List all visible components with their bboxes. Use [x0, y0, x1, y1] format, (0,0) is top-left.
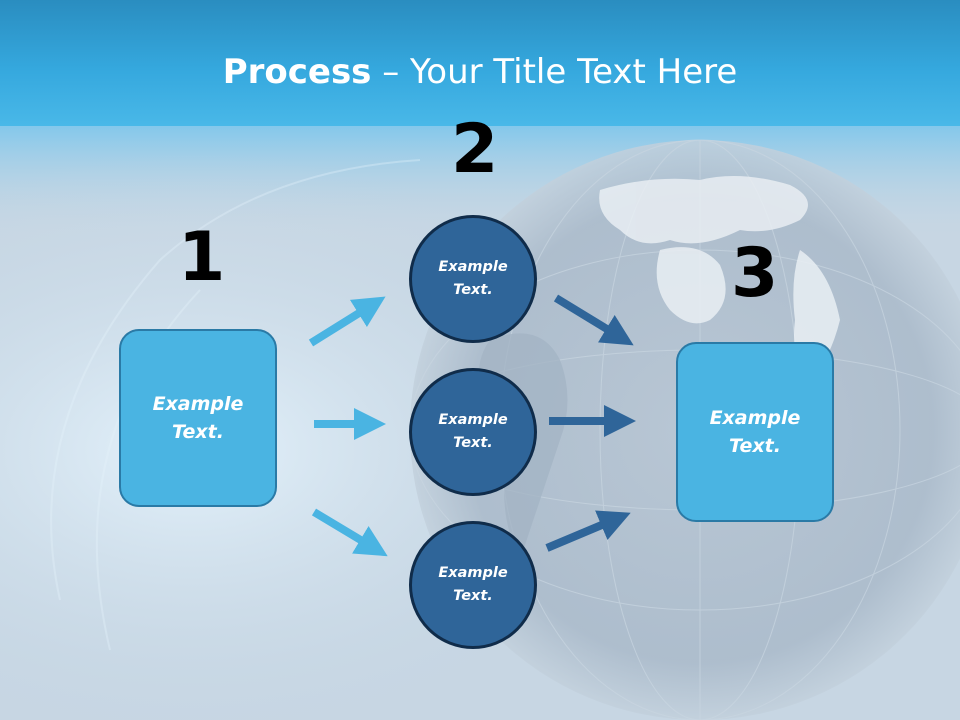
- circle-top-line1: Example: [438, 258, 508, 275]
- end-box-line2: Text.: [729, 435, 781, 457]
- arrow-left-to-bottom: [311, 508, 388, 557]
- step-number-1: 1: [178, 218, 226, 297]
- slide-title: Process – Your Title Text Here: [0, 52, 960, 92]
- step-number-3: 3: [731, 234, 779, 313]
- arrow-left-to-top: [308, 296, 386, 347]
- circle-middle-line1: Example: [438, 411, 508, 428]
- end-box: Example Text.: [676, 342, 834, 522]
- circle-bottom-line1: Example: [438, 564, 508, 581]
- arrow-bottom-to-right: [545, 510, 631, 552]
- circle-bottom-line2: Text.: [453, 588, 493, 604]
- step-circle-middle: Example Text.: [409, 368, 537, 496]
- end-box-line1: Example: [709, 406, 801, 429]
- arrow-top-to-right: [553, 294, 634, 346]
- circle-middle-line2: Text.: [453, 435, 493, 451]
- start-box-line2: Text.: [172, 421, 224, 443]
- title-bold: Process: [222, 52, 372, 92]
- circle-top-line2: Text.: [453, 282, 493, 298]
- step-circle-bottom: Example Text.: [409, 521, 537, 649]
- step-number-2: 2: [451, 110, 499, 189]
- title-rest: – Your Title Text Here: [371, 52, 738, 92]
- start-box-line1: Example: [152, 392, 244, 415]
- step-circle-top: Example Text.: [409, 215, 537, 343]
- start-box: Example Text.: [119, 329, 277, 507]
